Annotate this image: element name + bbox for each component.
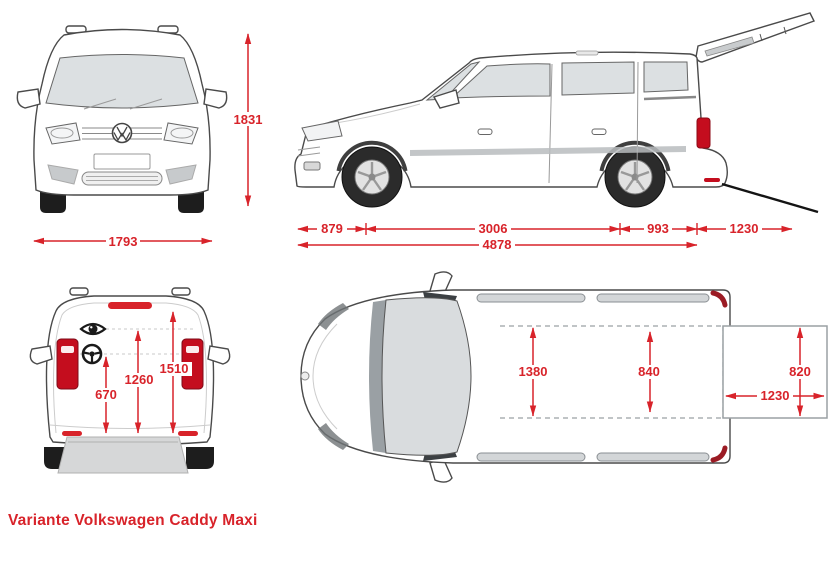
foglight-side — [303, 161, 321, 171]
ramp-width-label: 820 — [789, 364, 811, 379]
side-view-drawing — [294, 12, 819, 214]
front-door-window — [450, 63, 551, 99]
front-wheel — [336, 140, 408, 208]
taillight-side — [696, 117, 711, 149]
rear-cabin-width-label: 840 — [638, 364, 660, 379]
headlight-side — [301, 120, 343, 142]
right-taillight — [181, 338, 204, 390]
total-length-label: 4878 — [483, 237, 512, 252]
floor-to-eye-label: 1260 — [125, 372, 154, 387]
dim-ramp-length-side: 1230 — [696, 221, 793, 236]
roof-rail — [69, 287, 89, 296]
dim-floor-to-eye: 1260 — [121, 330, 157, 434]
side-molding — [410, 146, 686, 156]
roof-rail-top — [476, 452, 586, 462]
roof-rail-top — [476, 293, 586, 303]
caption: Variante Volkswagen Caddy Maxi — [8, 512, 258, 529]
left-foglight — [47, 164, 79, 185]
sliding-door-window — [561, 61, 635, 96]
deployed-ramp — [57, 436, 189, 474]
front-height-label: 1831 — [234, 112, 263, 127]
roof-rail-side — [575, 50, 599, 56]
rear-quarter-window — [643, 61, 689, 93]
door-handle — [591, 128, 607, 135]
left-taillight — [56, 338, 79, 390]
left-mirror — [29, 345, 53, 365]
top-view-drawing — [300, 271, 828, 483]
dim-door-opening-height: 1510 — [156, 311, 192, 434]
side-mirror — [432, 89, 460, 109]
door-opening-height-label: 1510 — [160, 361, 189, 376]
vw-logo-icon — [300, 371, 310, 381]
rear-corner-marker — [710, 445, 728, 463]
dim-total-length: 4878 — [297, 237, 698, 252]
headlight-top — [318, 423, 349, 450]
door-handle — [477, 128, 493, 135]
bumper-reflector — [178, 431, 198, 436]
lower-grille — [81, 171, 163, 186]
vw-logo-icon — [111, 122, 133, 144]
roof-rail — [171, 287, 191, 296]
dim-wheelbase: 3006 — [365, 221, 621, 236]
dim-overall-height: 1831 — [231, 33, 265, 207]
steering-wheel-icon — [81, 343, 103, 365]
dim-front-overhang: 879 — [297, 221, 367, 236]
rear-overhang-label: 993 — [647, 221, 669, 236]
front-view: 1831 1793 — [16, 25, 265, 249]
dim-overall-width: 1793 — [33, 234, 213, 249]
ramp-length-side-label: 1230 — [730, 221, 759, 236]
front-view-drawing — [16, 25, 228, 213]
roof-rail-top — [596, 293, 710, 303]
open-tailgate — [695, 12, 815, 63]
roof-rail-top — [596, 452, 710, 462]
eye-icon — [79, 322, 107, 336]
side-view: 879 3006 993 1230 4878 — [294, 12, 819, 252]
dim-floor-to-steering: 670 — [92, 356, 120, 434]
rear-reflector — [704, 178, 720, 182]
floor-to-steering-label: 670 — [95, 387, 117, 402]
front-overhang-label: 879 — [321, 221, 343, 236]
rear-corner-marker — [710, 290, 728, 308]
dim-rear-overhang: 993 — [619, 221, 698, 236]
rear-view: 670 1260 1510 — [29, 287, 231, 474]
headlight-top — [318, 303, 349, 330]
front-width-label: 1793 — [109, 234, 138, 249]
license-plate — [93, 153, 151, 170]
bumper-reflector — [62, 431, 82, 436]
third-brake-light — [108, 302, 152, 309]
cabin-width-label: 1380 — [519, 364, 548, 379]
left-mirror — [16, 88, 41, 109]
right-mirror — [207, 345, 231, 365]
windshield-top — [381, 297, 472, 456]
windshield — [45, 54, 199, 109]
dim-ramp-length-top: 1230 — [725, 388, 825, 403]
dim-rear-cabin-width: 840 — [635, 331, 663, 413]
rear-right-tire — [186, 447, 214, 469]
ramp-length-top-label: 1230 — [761, 388, 790, 403]
right-mirror — [203, 88, 228, 109]
dim-cabin-width: 1380 — [515, 327, 551, 417]
wheelbase-label: 3006 — [479, 221, 508, 236]
wipers — [83, 98, 163, 110]
rear-wheel — [599, 140, 671, 208]
deployed-ramp-side — [721, 182, 819, 214]
right-foglight — [165, 164, 197, 185]
top-view: 1380 840 1230 820 — [300, 271, 828, 483]
right-headlight — [163, 122, 199, 145]
cowl — [369, 300, 386, 453]
left-headlight — [45, 122, 81, 145]
dim-ramp-width: 820 — [786, 327, 814, 417]
